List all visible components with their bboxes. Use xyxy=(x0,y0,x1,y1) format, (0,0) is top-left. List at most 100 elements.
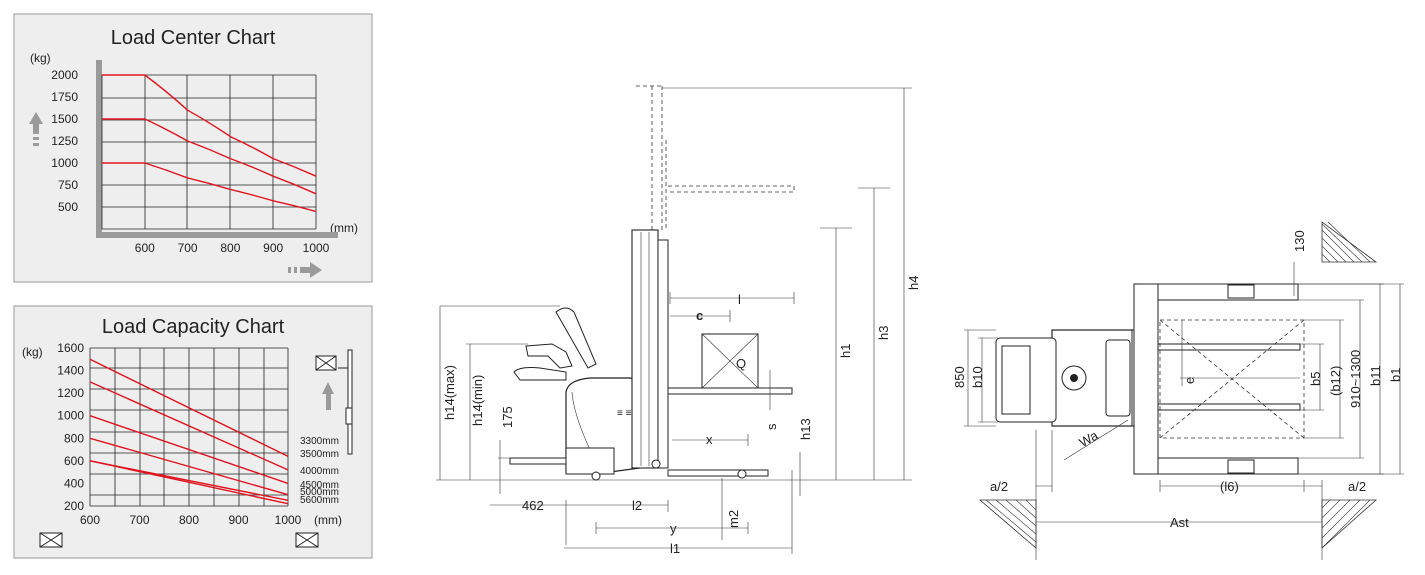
load-box-icon-right xyxy=(295,532,319,548)
dim-label-175: 175 xyxy=(500,406,515,428)
raised-mast-outline xyxy=(636,85,667,230)
dim-x xyxy=(672,434,749,446)
dim-label-l2: l2 xyxy=(632,498,642,513)
load-label-q: Q xyxy=(736,356,746,371)
dim-b5 xyxy=(1300,343,1324,411)
mast-pictogram xyxy=(315,349,353,455)
load-center-xlabel: (mm) xyxy=(330,221,358,235)
load-center-chart: Load Center Chart (kg) (mm) xyxy=(13,13,373,283)
load-center-right-arrow xyxy=(288,262,322,278)
dim-175 xyxy=(498,440,510,494)
load-capacity-series-2 xyxy=(89,381,289,471)
dim-label-462: 462 xyxy=(522,498,544,513)
dim-label-h14max: h14(max) xyxy=(442,365,457,420)
top-battery xyxy=(1105,339,1131,417)
top-view-drawing: 130 850 b10 e b5 (b12) 910~1300 b11 b1 W… xyxy=(952,221,1404,560)
load-capacity-curves xyxy=(89,358,289,505)
load-capacity-x-tick: 900 xyxy=(228,513,248,527)
dim-label-y: y xyxy=(670,521,677,536)
support-leg xyxy=(667,469,769,477)
load-capacity-y-tick: 200 xyxy=(64,499,84,513)
dim-label-a2-left: a/2 xyxy=(990,479,1008,494)
dim-s xyxy=(764,370,776,410)
dim-label-b11: b11 xyxy=(1368,365,1383,386)
load-capacity-series-label: 3500mm xyxy=(300,449,339,460)
top-load-wheel-upper xyxy=(1227,284,1255,299)
dim-850 xyxy=(964,329,996,427)
load-capacity-title: Load Capacity Chart xyxy=(102,316,285,338)
dim-label-m2: m2 xyxy=(726,510,741,528)
dim-b10 xyxy=(978,337,998,423)
load-center-y-tick: 2000 xyxy=(51,68,78,82)
load-center-x-tick: 800 xyxy=(220,241,240,255)
dim-a2-left xyxy=(1035,430,1053,560)
hatch-bottom-right xyxy=(1321,499,1378,549)
load-capacity-x-tick: 1000 xyxy=(275,513,302,527)
load-capacity-y-tick: 1000 xyxy=(57,409,84,423)
forks xyxy=(667,387,793,395)
load-capacity-y-tick: 1200 xyxy=(57,386,84,400)
dim-462 xyxy=(490,500,567,545)
dim-b12 xyxy=(1304,319,1344,439)
load-capacity-xlabel: (mm) xyxy=(314,513,342,527)
operator-platform xyxy=(509,457,567,465)
load-capacity-y-tick: 400 xyxy=(64,476,84,490)
load-center-series-1 xyxy=(102,74,317,177)
dim-label-910-1300: 910~1300 xyxy=(1348,350,1363,408)
dim-label-b10: b10 xyxy=(970,366,985,388)
load-capacity-y-tick: 800 xyxy=(64,431,84,445)
dim-label-wa: Wa xyxy=(1077,427,1102,450)
load-center-x-tick: 1000 xyxy=(303,241,330,255)
dim-h1 xyxy=(820,227,852,480)
load-center-x-tick: 700 xyxy=(178,241,198,255)
dim-label-ast: Ast xyxy=(1170,515,1189,530)
dim-label-l1: l1 xyxy=(670,541,680,556)
load-capacity-series-label: 5000mm xyxy=(300,487,339,498)
top-fork-upper xyxy=(1157,343,1301,351)
load-center-title: Load Center Chart xyxy=(111,27,276,49)
drive-wheel xyxy=(591,471,601,481)
dim-label-h14min: h14(min) xyxy=(470,375,485,426)
mast-wheel xyxy=(651,459,661,469)
dim-label-b1: b1 xyxy=(1388,368,1403,382)
load-box-icon-left xyxy=(39,532,63,548)
dim-label-b5: b5 xyxy=(1308,372,1323,386)
dim-h4 xyxy=(662,87,912,480)
dim-label-a2-right: a/2 xyxy=(1348,479,1366,494)
load-center-series-3 xyxy=(102,162,317,213)
load-center-y-tick: 1750 xyxy=(51,90,78,104)
dim-c xyxy=(670,310,731,322)
dim-l1 xyxy=(564,470,793,554)
load-capacity-x-tick: 600 xyxy=(80,513,100,527)
load-capacity-x-tick: 800 xyxy=(179,513,199,527)
dim-label-h3: h3 xyxy=(876,326,891,340)
dim-l2 xyxy=(566,500,669,512)
dim-label-s: s xyxy=(764,423,779,430)
dim-label-e: e xyxy=(1182,377,1197,384)
raised-forks-outline xyxy=(668,185,795,193)
load-center-x-tick: 900 xyxy=(263,241,283,255)
load-center-y-tick: 1000 xyxy=(51,156,78,170)
load-wheel xyxy=(737,469,747,479)
tiller-arm-upper xyxy=(555,307,597,369)
load-capacity-series-label: 5600mm xyxy=(300,495,339,506)
carriage xyxy=(657,239,669,469)
load-capacity-y-tick: 600 xyxy=(64,454,84,468)
dim-label-h1: h1 xyxy=(838,344,853,358)
dim-y xyxy=(595,522,749,534)
dim-label-130: 130 xyxy=(1292,230,1307,252)
load-capacity-x-tick: 700 xyxy=(129,513,149,527)
dim-label-x: x xyxy=(706,432,713,447)
load-center-y-tick: 1250 xyxy=(51,134,78,148)
top-load-wheel-lower xyxy=(1227,459,1255,474)
load-center-y-tick: 1500 xyxy=(51,112,78,126)
load-capacity-y-tick: 1400 xyxy=(57,364,84,378)
load-capacity-series-label: 3300mm xyxy=(300,436,339,447)
load-center-series-2 xyxy=(102,118,317,195)
load-capacity-series-6 xyxy=(89,460,289,505)
load-center-curves xyxy=(102,74,317,213)
